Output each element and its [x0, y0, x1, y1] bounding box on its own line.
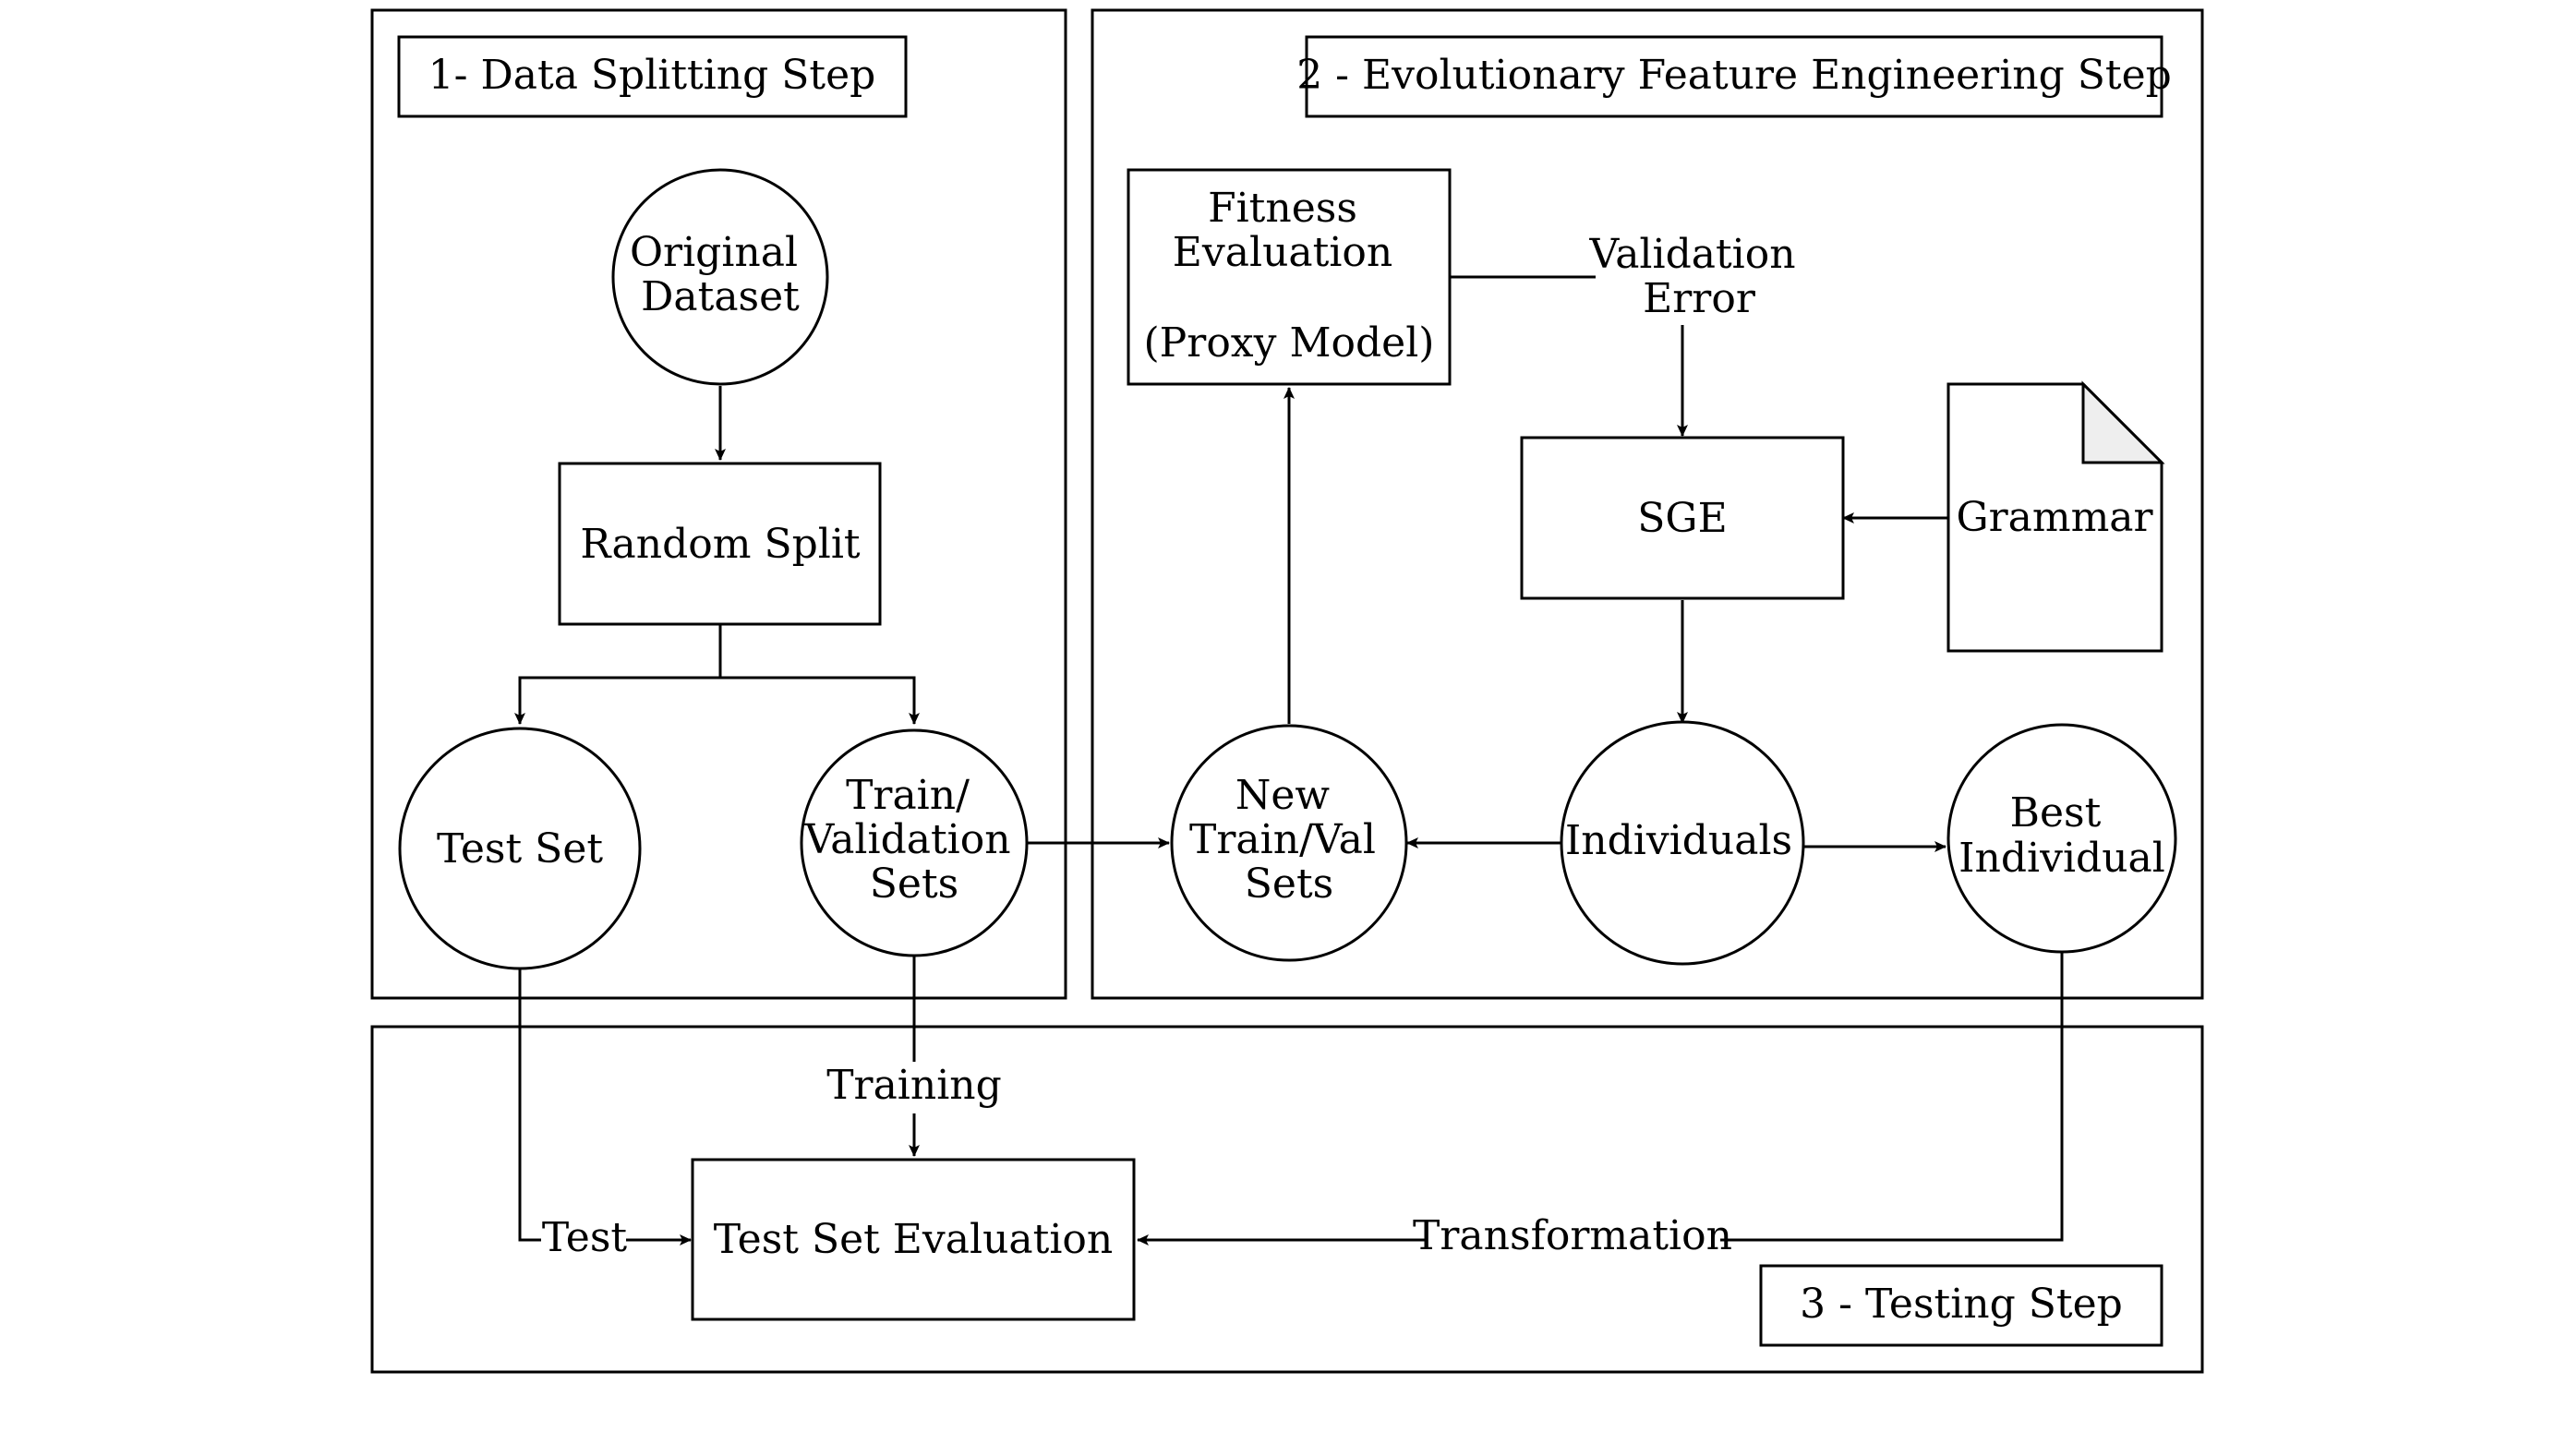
grammar-fold: [2081, 380, 2165, 464]
edge-split-to-test: [514, 676, 720, 725]
original-dataset-node: [611, 168, 829, 386]
test-label: Test: [542, 1214, 628, 1261]
edge-split-to-train: [720, 676, 920, 725]
splitting-title: 1- Data Splitting Step: [428, 52, 876, 99]
edge-test-to-evaluation: [518, 969, 692, 1245]
new-train-val-node: [1170, 724, 1408, 962]
fitness-evaluation-label: Fitness Evaluation (Proxy Model): [1144, 185, 1435, 367]
test-set-evaluation-label: Test Set Evaluation: [714, 1216, 1114, 1263]
sge-node: [1520, 436, 1845, 600]
testing-title: 3 - Testing Step: [1800, 1281, 2123, 1328]
testing-title-box: [1759, 1264, 2163, 1347]
best-individual-label: Best Individual: [1958, 789, 2165, 882]
testing-section: [370, 1025, 2204, 1374]
training-label: Training: [826, 1062, 1002, 1109]
sge-label: SGE: [1637, 495, 1727, 542]
test-set-label: Test Set: [437, 825, 603, 872]
test-set-node: [398, 727, 642, 970]
train-validation-label: Train/ Validation Sets: [803, 772, 1023, 908]
test-set-evaluation-node: [691, 1158, 1136, 1321]
evolutionary-title-box: [1305, 35, 2163, 118]
individuals-label: Individuals: [1565, 817, 1792, 864]
edge-best-to-evaluation: [1137, 951, 2064, 1245]
connectors: [514, 275, 2064, 1245]
random-split-node: [558, 462, 882, 626]
evolutionary-title: 2 - Evolutionary Feature Engineering Ste…: [1296, 52, 2172, 99]
splitting-section: [370, 8, 1067, 1000]
splitting-title-box: [397, 35, 908, 118]
new-train-val-label: New Train/Val Sets: [1189, 772, 1389, 908]
original-dataset-label: Original Dataset: [630, 229, 811, 320]
grammar-label: Grammar: [1956, 494, 2153, 541]
validation-error-label: Validation Error: [1588, 231, 1808, 322]
random-split-label: Random Split: [580, 521, 861, 568]
train-validation-node: [800, 728, 1029, 957]
fitness-evaluation-node: [1127, 168, 1452, 386]
transformation-label: Transformation: [1413, 1212, 1732, 1259]
evolutionary-section: [1091, 8, 2204, 1000]
best-individual-node: [1946, 723, 2177, 954]
individuals-node: [1560, 720, 1805, 966]
